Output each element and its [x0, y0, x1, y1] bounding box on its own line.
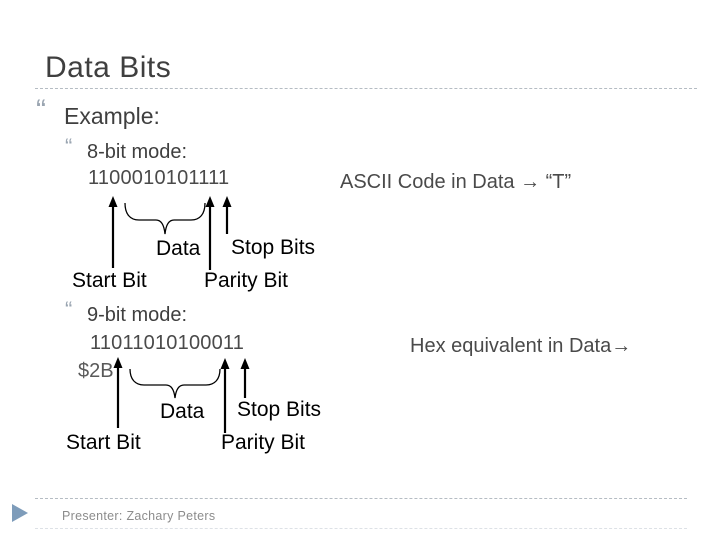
parity-bit-label: Parity Bit — [204, 269, 289, 292]
data-label: Data — [156, 237, 201, 260]
ascii-note: ASCII Code in Data → “T” — [340, 171, 572, 193]
hex-value: $2B — [78, 360, 114, 382]
stop-bits-label: Stop Bits — [231, 236, 316, 259]
bottom-divider — [35, 528, 687, 529]
parity-bit-arrow — [205, 196, 215, 270]
binary-string-9bit: 11011010100011 — [90, 332, 245, 354]
stop-bits-arrow — [222, 196, 232, 234]
bit-annotation-diagram-9bit — [113, 357, 250, 433]
start-bit-arrow — [108, 196, 118, 268]
presenter-credit: Presenter: Zachary Peters — [62, 509, 216, 523]
play-triangle-icon — [12, 504, 28, 522]
quote-bullet-icon: “ — [36, 94, 46, 127]
title-divider — [35, 88, 697, 89]
stop-bits-arrow — [240, 358, 250, 398]
start-bit-label: Start Bit — [66, 431, 141, 454]
data-label: Data — [160, 400, 205, 423]
data-bits-brace — [124, 202, 206, 235]
footer-divider — [35, 498, 687, 499]
parity-bit-arrow — [220, 358, 230, 433]
data-bits-brace — [129, 368, 221, 399]
hex-note: Hex equivalent in Data→ — [410, 335, 632, 357]
quote-bullet-icon: “ — [65, 297, 73, 322]
page-title: Data Bits — [45, 51, 172, 84]
stop-bits-label: Stop Bits — [237, 398, 322, 421]
quote-bullet-icon: “ — [65, 134, 73, 159]
section-8bit-heading: 8-bit mode: — [87, 141, 188, 163]
section-9bit-heading: 9-bit mode: — [87, 304, 188, 326]
binary-string-8bit: 1100010101111 — [88, 167, 230, 189]
start-bit-arrow — [113, 357, 123, 428]
example-label: Example: — [64, 103, 160, 129]
start-bit-label: Start Bit — [72, 269, 147, 292]
parity-bit-label: Parity Bit — [221, 431, 306, 454]
bit-annotation-diagram-8bit — [108, 196, 232, 270]
